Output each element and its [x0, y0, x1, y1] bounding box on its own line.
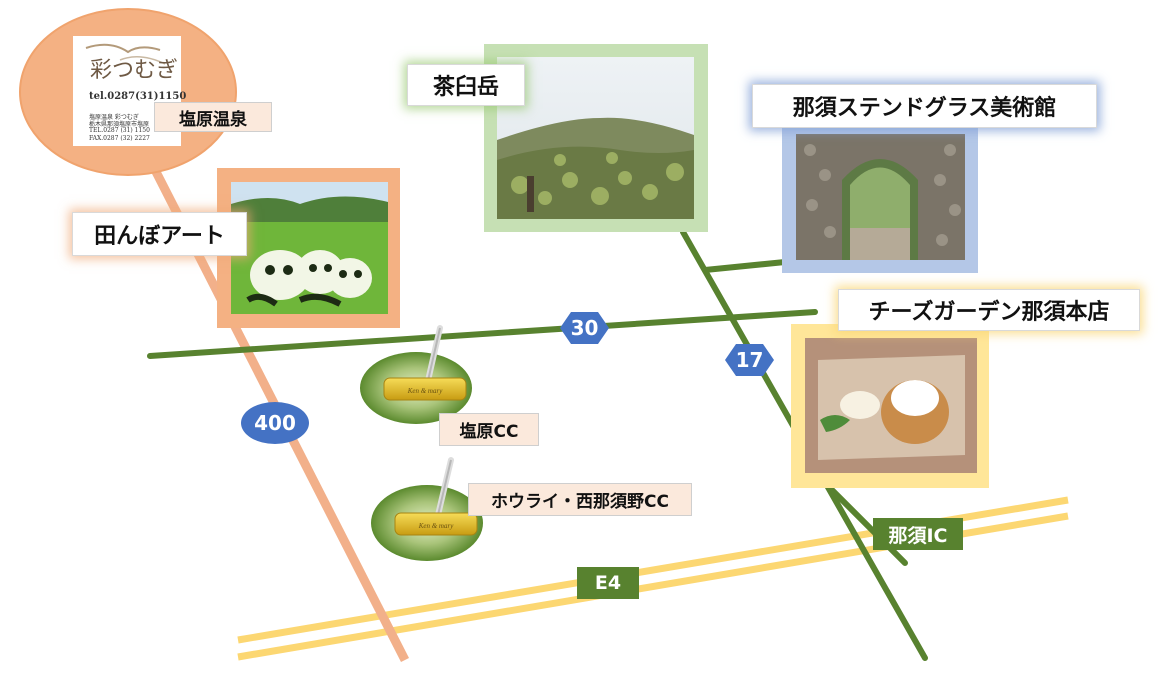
road-branch-stained-glass [702, 259, 788, 273]
cheese-garden-photo [791, 324, 989, 488]
route-17-badge [725, 344, 774, 376]
tanbo-art-label: 田んぼアート [72, 212, 247, 256]
route-30-badge [560, 312, 609, 344]
cheese-garden-label: チーズガーデン那須本店 [838, 289, 1140, 331]
shiobara-cc-label: 塩原CC [439, 413, 539, 446]
route-17-number: 17 [735, 348, 764, 372]
inn-line-3: TEL.0287 (31) 1150 [89, 127, 150, 134]
shiobara-cc-green [360, 325, 472, 424]
chausudake-label: 茶臼岳 [407, 64, 525, 106]
nasu-ic-label: 那須IC [873, 518, 963, 550]
expressway-e4-label: E4 [577, 567, 639, 599]
hourai-cc-label: ホウライ・西那須野CC [468, 483, 692, 516]
inn-tel: tel.0287(31)1150 [89, 91, 187, 102]
golf-ball-text-1: Ken & mary [407, 387, 444, 395]
road-route-30 [147, 309, 818, 359]
stained-glass-photo [782, 127, 978, 273]
inn-line-2: 栃木県那須塩原市塩原 [89, 121, 150, 128]
panda-artwork [246, 250, 372, 307]
route-400-badge [241, 402, 309, 444]
stained-glass-label: 那須ステンドグラス美術館 [752, 84, 1097, 128]
inn-line-4: FAX.0287 (32) 2227 [89, 135, 150, 142]
inn-logo: 彩つむぎ [90, 58, 179, 83]
shiobara-onsen-label: 塩原温泉 [154, 102, 272, 132]
chausudake-photo [484, 44, 708, 232]
inn-line-1: 塩原温泉 彩つむぎ [89, 114, 139, 121]
tanbo-art-photo [217, 168, 400, 328]
route-30-number: 30 [570, 316, 599, 340]
golf-ball-text-2: Ken & mary [418, 522, 455, 530]
hourai-cc-green [371, 457, 483, 561]
route-400-number: 400 [254, 411, 296, 435]
